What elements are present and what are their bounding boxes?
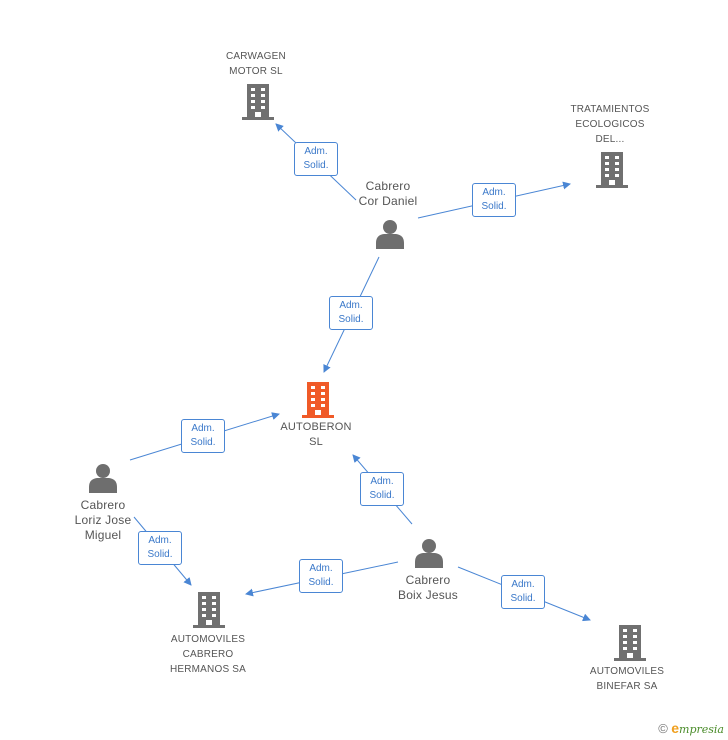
edge-label-line: Adm. xyxy=(339,300,363,311)
edge-label-line: Solid. xyxy=(147,549,173,560)
person-icon[interactable] xyxy=(414,538,444,568)
node-label-autoberon[interactable]: AUTOBERON SL xyxy=(270,420,362,450)
edge-label-line: Solid. xyxy=(510,593,536,604)
node-label-line: CARWAGEN xyxy=(226,51,286,62)
edge-label-line: Solid. xyxy=(308,577,334,588)
edge-label-cor-autoberon: Adm. Solid. xyxy=(329,296,373,330)
edge-label-line: Adm. xyxy=(191,423,215,434)
node-label-carwagen[interactable]: CARWAGEN MOTOR SL xyxy=(208,49,304,79)
node-label-line: Cabrero xyxy=(80,498,126,512)
edge-label-loriz-autoberon: Adm. Solid. xyxy=(181,419,225,453)
building-icon[interactable] xyxy=(193,592,225,628)
edge-label-line: Adm. xyxy=(304,146,328,157)
node-label-line: Miguel xyxy=(84,528,122,542)
edge-label-boix-automoviles-cabrero: Adm. Solid. xyxy=(299,559,343,593)
node-label-line: AUTOBERON xyxy=(280,421,352,433)
brand-logo-text: mpresia xyxy=(679,723,724,736)
node-label-line: BINEFAR SA xyxy=(596,681,658,692)
node-label-line: Cabrero xyxy=(405,573,451,587)
brand-logo-initial: e xyxy=(671,720,680,736)
node-label-automoviles-cabrero[interactable]: AUTOMOVILES CABRERO HERMANOS SA xyxy=(152,632,264,677)
edge-label-boix-automoviles-binefar: Adm. Solid. xyxy=(501,575,545,609)
edge-label-line: Adm. xyxy=(148,535,172,546)
edge-label-line: Adm. xyxy=(309,563,333,574)
node-label-tratamientos[interactable]: TRATAMIENTOS ECOLOGICOS DEL... xyxy=(553,102,667,147)
node-label-line: TRATAMIENTOS xyxy=(570,104,650,115)
footer-brand: © empresia xyxy=(658,720,724,736)
edge-label-line: Adm. xyxy=(370,476,394,487)
node-label-line: DEL... xyxy=(595,134,625,145)
node-label-cabrero-boix[interactable]: Cabrero Boix Jesus xyxy=(383,573,473,603)
node-label-cabrero-cor[interactable]: Cabrero Cor Daniel xyxy=(343,179,433,209)
edge-label-loriz-automoviles-cabrero: Adm. Solid. xyxy=(138,531,182,565)
node-label-line: Cabrero xyxy=(365,179,411,193)
edge-label-line: Solid. xyxy=(369,490,395,501)
node-label-line: SL xyxy=(309,436,323,448)
node-label-line: AUTOMOVILES xyxy=(170,634,246,645)
person-icon[interactable] xyxy=(88,463,118,493)
node-label-line: HERMANOS SA xyxy=(169,664,247,675)
node-label-automoviles-binefar[interactable]: AUTOMOVILES BINEFAR SA xyxy=(575,664,679,694)
node-label-line: Cor Daniel xyxy=(358,194,418,208)
copyright-icon: © xyxy=(658,721,668,736)
edge-label-cor-carwagen: Adm. Solid. xyxy=(294,142,338,176)
node-label-line: MOTOR SL xyxy=(229,66,283,77)
edge-label-line: Solid. xyxy=(338,314,364,325)
edge-label-line: Adm. xyxy=(482,187,506,198)
edge-label-line: Solid. xyxy=(303,160,329,171)
edge-label-line: Solid. xyxy=(481,201,507,212)
building-icon[interactable] xyxy=(596,152,628,188)
node-label-line: CABRERO xyxy=(182,649,234,660)
edge-label-cor-tratamientos: Adm. Solid. xyxy=(472,183,516,217)
node-label-line: Boix Jesus xyxy=(397,588,459,602)
node-label-line: Loriz Jose xyxy=(74,513,132,527)
node-label-line: AUTOMOVILES xyxy=(589,666,665,677)
edge-label-boix-autoberon: Adm. Solid. xyxy=(360,472,404,506)
building-icon[interactable] xyxy=(614,625,646,661)
edge-label-line: Adm. xyxy=(511,579,535,590)
edge-label-line: Solid. xyxy=(190,437,216,448)
building-icon[interactable] xyxy=(242,84,274,120)
person-icon[interactable] xyxy=(375,219,405,249)
node-label-line: ECOLOGICOS xyxy=(575,119,645,130)
focus-building-icon[interactable] xyxy=(302,382,334,418)
node-label-cabrero-loriz[interactable]: Cabrero Loriz Jose Miguel xyxy=(58,498,148,543)
